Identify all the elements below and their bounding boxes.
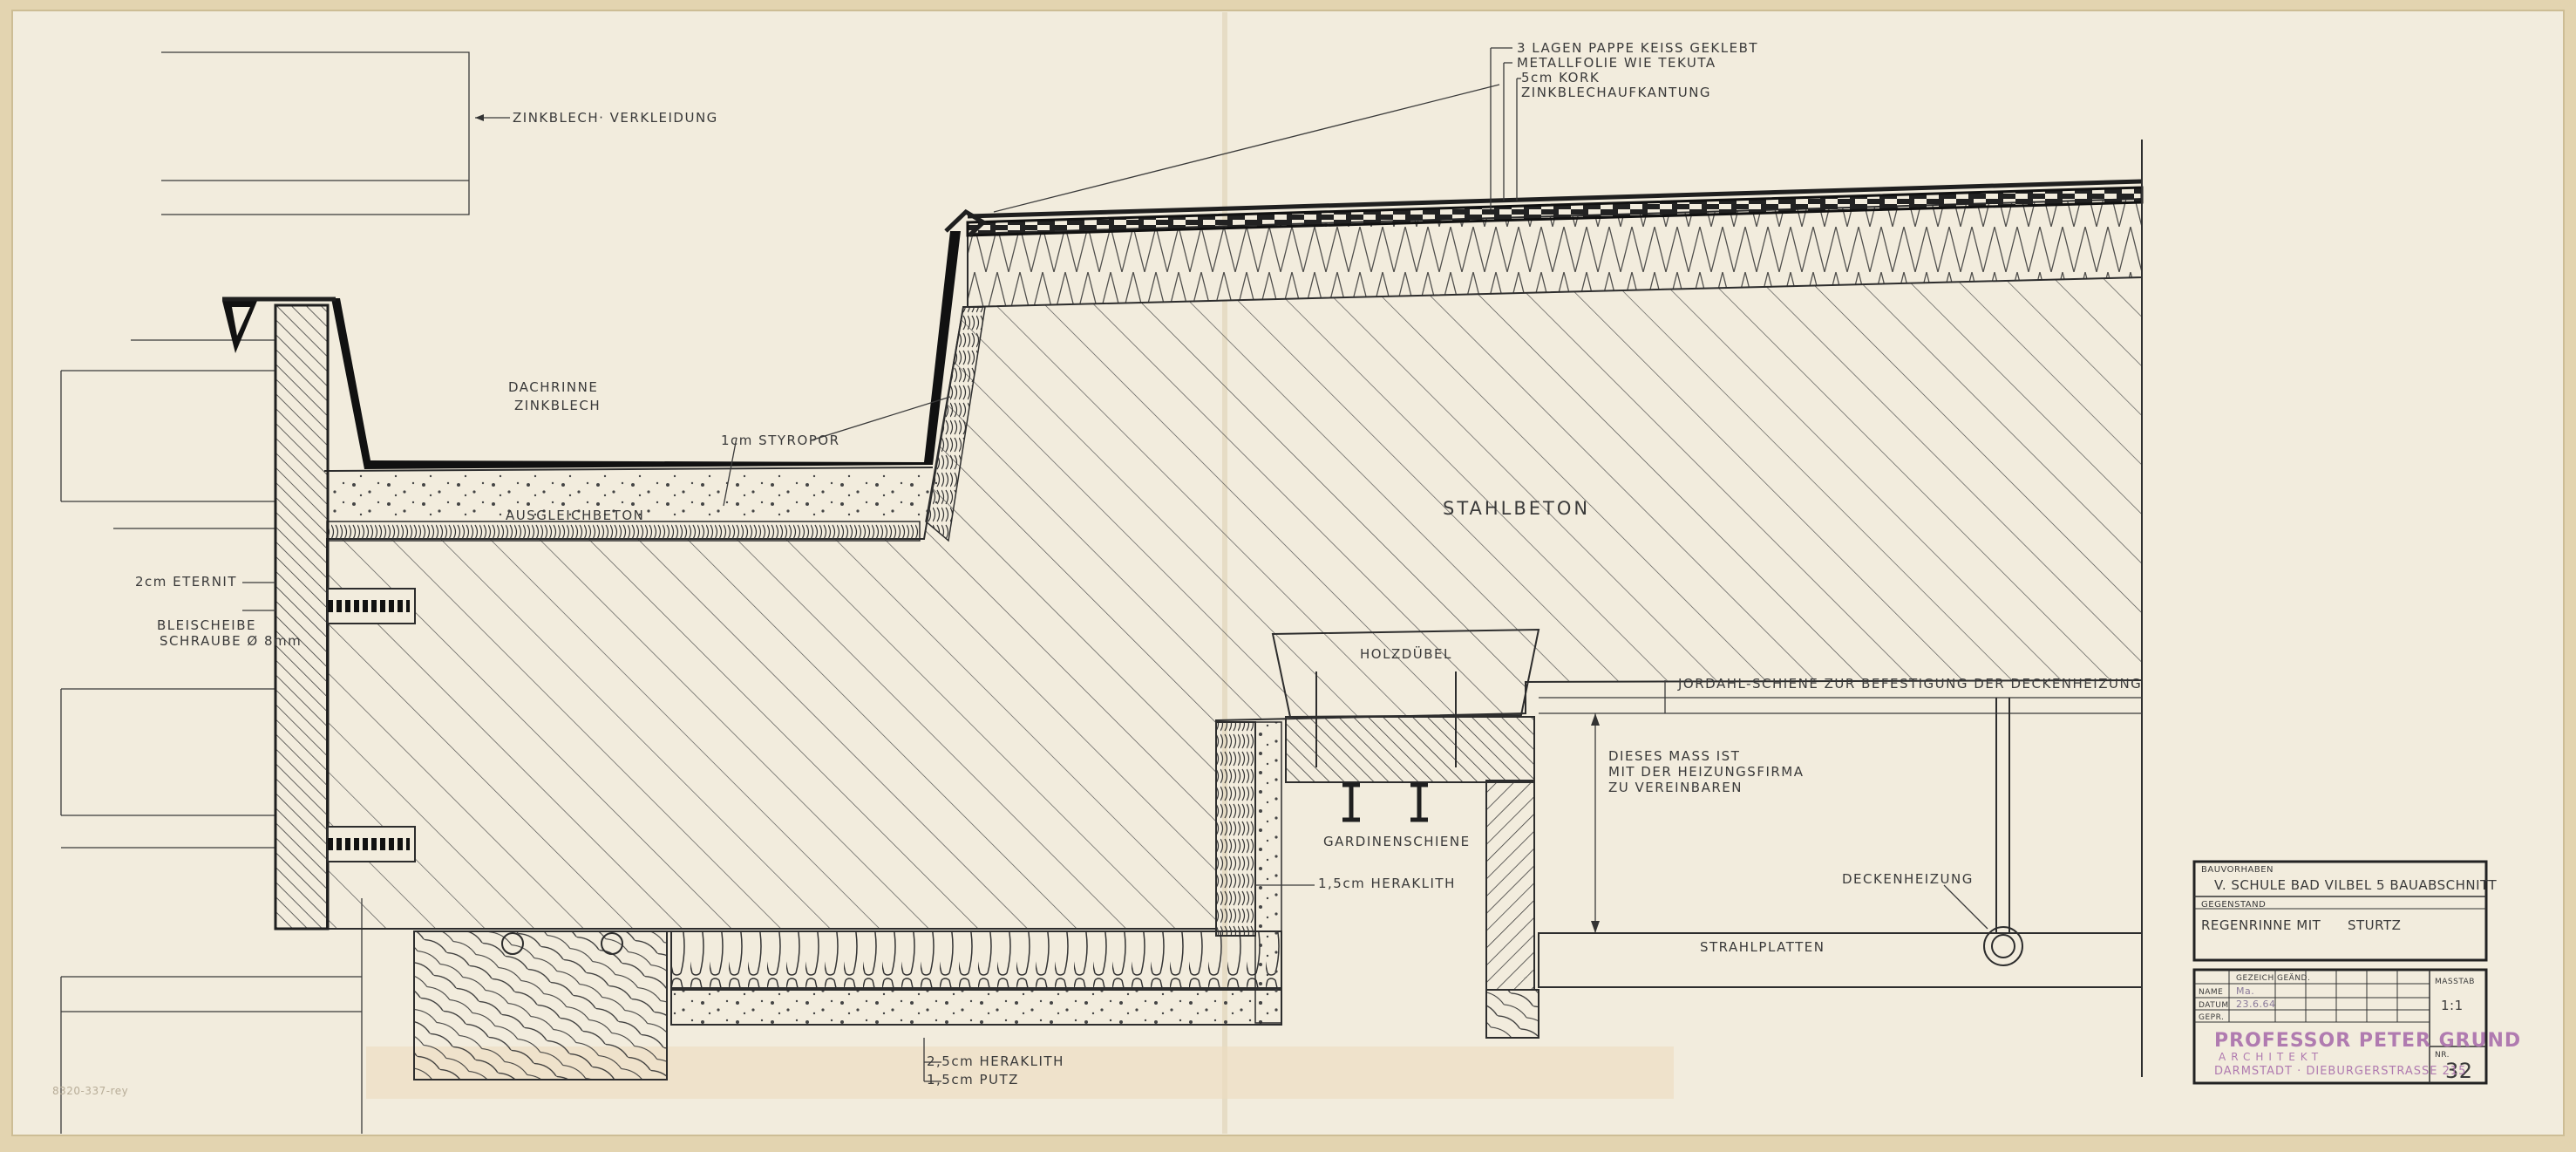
stamp-name: PROFESSOR PETER GRUND: [2214, 1030, 2521, 1052]
tb-nr-label: NR.: [2435, 1051, 2450, 1060]
gutter: [222, 231, 986, 542]
label-dachrinne-material: ZINKBLECH: [514, 398, 601, 413]
label-mass-2: MIT DER HEIZUNGSFIRMA: [1608, 764, 1805, 780]
tb-nr: 32: [2445, 1059, 2473, 1083]
roof-leaders: [723, 47, 1988, 1082]
label-heraklith-15: 1,5cm HERAKLITH: [1318, 876, 1456, 891]
label-ausgleichbeton: AUSGLEICHBETON: [506, 508, 644, 523]
label-strahlplatten: STRAHLPLATTEN: [1700, 939, 1825, 955]
eternit-plate: [242, 303, 416, 930]
inner-wall: [1215, 721, 1282, 1024]
tb-gepr-label: GEPR.: [2199, 1013, 2224, 1022]
label-dachrinne: DACHRINNE: [508, 379, 598, 395]
stamp-address: DARMSTADT · DIEBURGERSTRASSE 215: [2214, 1065, 2466, 1078]
label-deckenheizung: DECKENHEIZUNG: [1842, 871, 1974, 887]
label-roof-layer-1: 3 LAGEN PAPPE KEISS GEKLEBT: [1517, 40, 1758, 56]
tb-name-value: Ma.: [2236, 985, 2254, 997]
label-styropor: 1cm STYROPOR: [721, 433, 840, 448]
soffit: [413, 930, 1282, 1080]
label-gardinenschiene: GARDINENSCHIENE: [1323, 834, 1471, 849]
label-schraube: SCHRAUBE Ø 8mm: [160, 633, 302, 649]
archive-mark: 8320-337-rey: [52, 1085, 128, 1097]
label-roof-layer-2: METALLFOLIE WIE TEKUTA: [1517, 55, 1716, 71]
tb-gegenstand-label: GEGENSTAND: [2201, 900, 2266, 910]
label-jordahl: JORDAHL-SCHIENE ZUR BEFESTIGUNG DER DECK…: [1677, 676, 2142, 692]
label-zinkblech: ZINKBLECH· VERKLEIDUNG: [513, 110, 718, 126]
label-mass-3: ZU VEREINBAREN: [1608, 780, 1743, 795]
label-roof-layer-4: ZINKBLECHAUFKANTUNG: [1521, 85, 1711, 100]
wall-leader-lines: [60, 339, 363, 1134]
tb-gez-label: GEZEICH.: [2236, 974, 2277, 983]
tb-name-label: NAME: [2199, 988, 2223, 997]
ceiling-heating-area: [1271, 628, 2143, 1039]
tb-datum-label: DATUM: [2199, 1001, 2229, 1010]
label-holzduebel: HOLZDÜBEL: [1360, 645, 1452, 662]
tb-geand-label: GEÄND.: [2277, 973, 2310, 983]
label-eternit: 2cm ETERNIT: [135, 574, 237, 590]
title-block: [2192, 860, 2488, 1085]
label-bleischeibe: BLEISCHEIBE: [157, 617, 256, 633]
tb-bauvorhaben: V. SCHULE BAD VILBEL 5 BAUABSCHNITT: [2214, 877, 2497, 893]
tb-gegenstand-1: REGENRINNE MIT: [2201, 917, 2321, 933]
stamp-role: ARCHITEKT: [2219, 1051, 2323, 1063]
tb-massstab-label: MASSTAB: [2435, 978, 2475, 986]
label-stahlbeton: STAHLBETON: [1443, 498, 1590, 519]
label-putz: 1,5cm PUTZ: [927, 1072, 1019, 1087]
label-roof-layer-3: 5cm KORK: [1521, 70, 1600, 85]
tb-massstab: 1:1: [2441, 998, 2464, 1013]
tb-datum-value: 23.6.64: [2236, 999, 2276, 1010]
label-mass-1: DIESES MASS IST: [1608, 748, 1740, 764]
label-heraklith-25: 2,5cm HERAKLITH: [927, 1053, 1064, 1069]
roof-buildup: [944, 140, 2144, 1077]
cladding-detail: [161, 51, 510, 215]
tb-bauvorhaben-label: BAUVORHABEN: [2201, 865, 2274, 875]
tb-gegenstand-2: STURTZ: [2348, 917, 2401, 933]
